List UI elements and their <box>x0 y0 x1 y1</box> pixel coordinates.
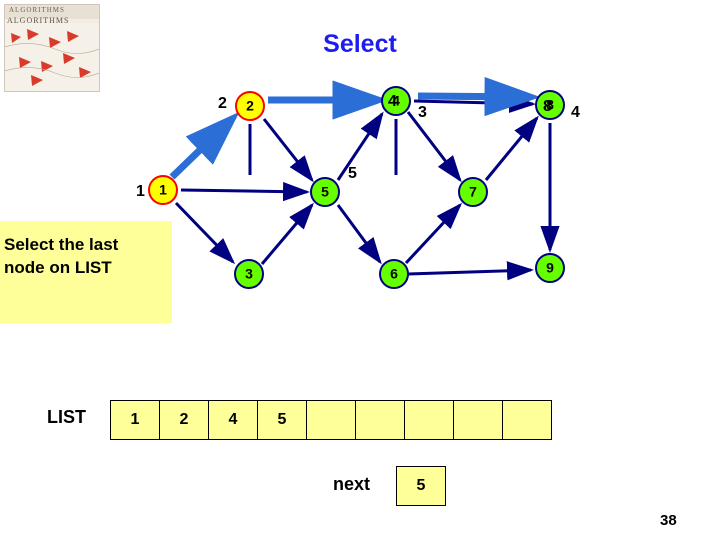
list-cell-2[interactable]: 4 <box>208 400 258 440</box>
node-7-label: 7 <box>469 184 477 200</box>
edge-6-7 <box>404 202 463 265</box>
annotation-3: 3 <box>418 104 427 121</box>
node-3[interactable]: 3 <box>234 259 264 289</box>
edge-6-9 <box>407 261 534 281</box>
list-cells: 1 2 4 5 <box>110 400 552 440</box>
node-6-label: 6 <box>390 266 398 282</box>
annotation-8: 8 <box>543 98 552 115</box>
book-cover-band <box>5 5 99 19</box>
node-5-label: 5 <box>321 184 329 200</box>
caption-line-1: Select the last <box>4 235 119 254</box>
node-6[interactable]: 6 <box>379 259 409 289</box>
edge-1-3 <box>174 201 236 265</box>
node-1[interactable]: 1 <box>148 175 178 205</box>
node-2-label: 2 <box>246 98 254 114</box>
edge-3-5 <box>260 202 314 265</box>
edge-highlight-4-8 <box>417 76 541 117</box>
annotation-1: 1 <box>136 183 145 200</box>
list-cell-5[interactable] <box>355 400 405 440</box>
list-cell-7[interactable] <box>453 400 503 440</box>
book-cover-artwork <box>5 23 99 91</box>
node-4[interactable]: 4 <box>381 86 411 116</box>
annotation-2: 2 <box>218 95 227 112</box>
edge-7-8 <box>484 115 539 181</box>
node-8[interactable]: 8 <box>535 90 565 120</box>
caption-line-2: node on LIST <box>4 258 112 277</box>
node-4-label: 4 <box>392 93 400 109</box>
list-cell-8[interactable] <box>502 400 552 440</box>
next-value-cell[interactable]: 5 <box>396 466 446 506</box>
node-2[interactable]: 2 <box>235 91 265 121</box>
edge-highlight-1-2 <box>169 111 240 180</box>
list-label: LIST <box>47 407 86 427</box>
next-label: next <box>333 474 371 494</box>
node-1-label: 1 <box>159 182 167 198</box>
edge-4-7 <box>406 111 462 183</box>
edge-2-5 <box>262 118 314 183</box>
node-7[interactable]: 7 <box>458 177 488 207</box>
annotation-4a: 4 <box>388 93 397 110</box>
list-cell-4[interactable] <box>306 400 356 440</box>
list-cell-3[interactable]: 5 <box>257 400 307 440</box>
graph-highlight-edges <box>169 76 541 180</box>
annotation-5: 5 <box>348 165 357 182</box>
edge-4-8 <box>413 93 536 113</box>
edge-5-6 <box>336 204 382 265</box>
graph-edges <box>174 93 560 281</box>
node-8-label: 8 <box>546 97 554 113</box>
edge-1-5 <box>180 182 310 202</box>
node-9-label: 9 <box>546 260 554 276</box>
node-5[interactable]: 5 <box>310 177 340 207</box>
book-cover-title: ALGORITHMS <box>9 6 65 14</box>
book-cover-image: ALGORITHMS ALGORITHMS <box>4 4 100 92</box>
page-number: 38 <box>660 512 677 529</box>
annotation-4b: 4 <box>571 104 580 121</box>
page-title: Select <box>323 30 397 58</box>
list-cell-0[interactable]: 1 <box>110 400 160 440</box>
graph-annotations: 1 2 4 3 5 8 4 <box>136 93 580 200</box>
list-cell-6[interactable] <box>404 400 454 440</box>
edge-5-4 <box>336 111 384 181</box>
caption-box: Select the last node on LIST <box>0 221 172 323</box>
graph-nodes: 1 2 3 4 5 6 7 <box>148 86 565 289</box>
caption-text: Select the last node on LIST <box>4 233 170 279</box>
node-9[interactable]: 9 <box>535 253 565 283</box>
list-cell-1[interactable]: 2 <box>159 400 209 440</box>
book-cover-subtitle: ALGORITHMS <box>7 16 70 25</box>
node-3-label: 3 <box>245 266 253 282</box>
